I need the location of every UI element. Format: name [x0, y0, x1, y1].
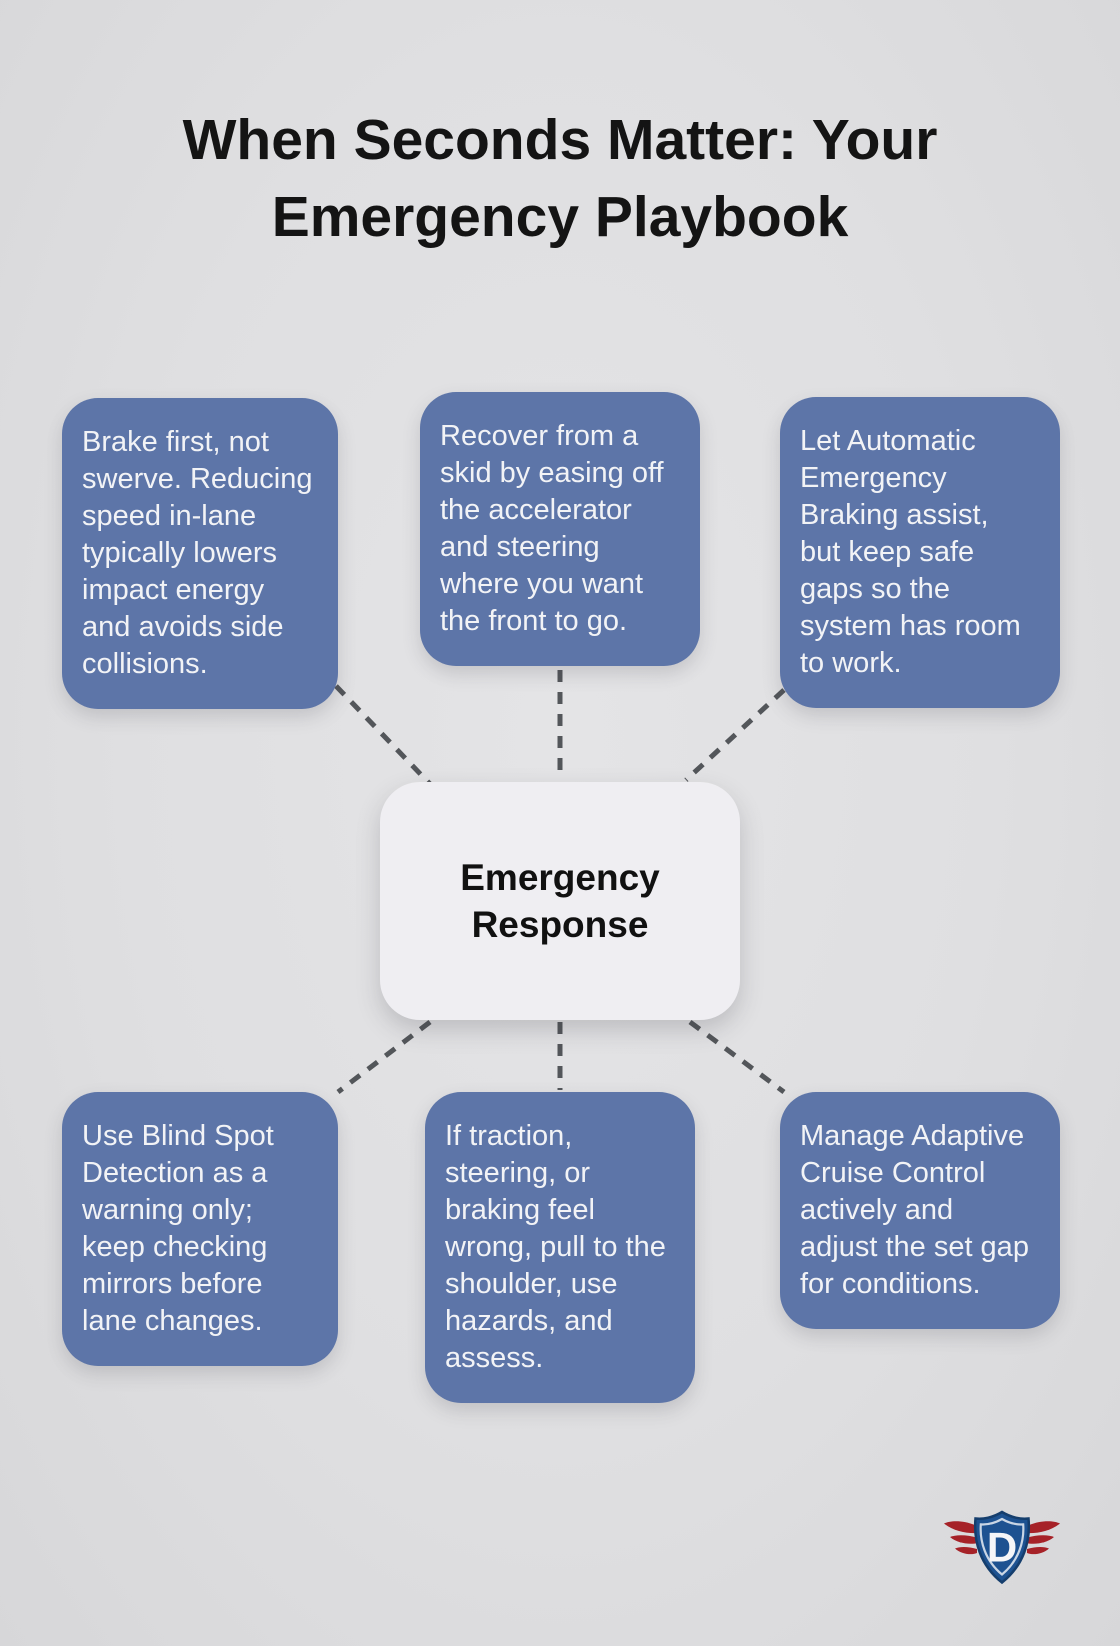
- tip-node-top-left: Brake first, not swerve. Reducing speed …: [62, 398, 338, 709]
- tip-node-bottom-right: Manage Adaptive Cruise Control actively …: [780, 1092, 1060, 1329]
- wing-icon-right: [1025, 1521, 1060, 1555]
- shield-icon: D: [973, 1510, 1031, 1585]
- tip-node-bottom-middle: If traction, steering, or braking feel w…: [425, 1092, 695, 1403]
- center-node: Emergency Response: [380, 782, 740, 1020]
- brand-logo: D: [944, 1510, 1060, 1585]
- page-title: When Seconds Matter: Your Emergency Play…: [182, 108, 938, 249]
- wing-icon-left: [944, 1521, 979, 1555]
- center-node-label: Emergency Response: [460, 857, 660, 945]
- tip-node-top-right: Let Automatic Emergency Braking assist, …: [780, 397, 1060, 708]
- connector-bottom-left: [336, 1020, 432, 1094]
- connector-top-left: [334, 684, 432, 786]
- connector-bottom-right: [688, 1019, 786, 1095]
- tip-node-bottom-left: Use Blind Spot Detection as a warning on…: [62, 1092, 338, 1366]
- connector-top-right: [684, 688, 786, 782]
- logo-letter: D: [987, 1524, 1017, 1571]
- tip-node-top-middle: Recover from a skid by easing off the ac…: [420, 392, 700, 666]
